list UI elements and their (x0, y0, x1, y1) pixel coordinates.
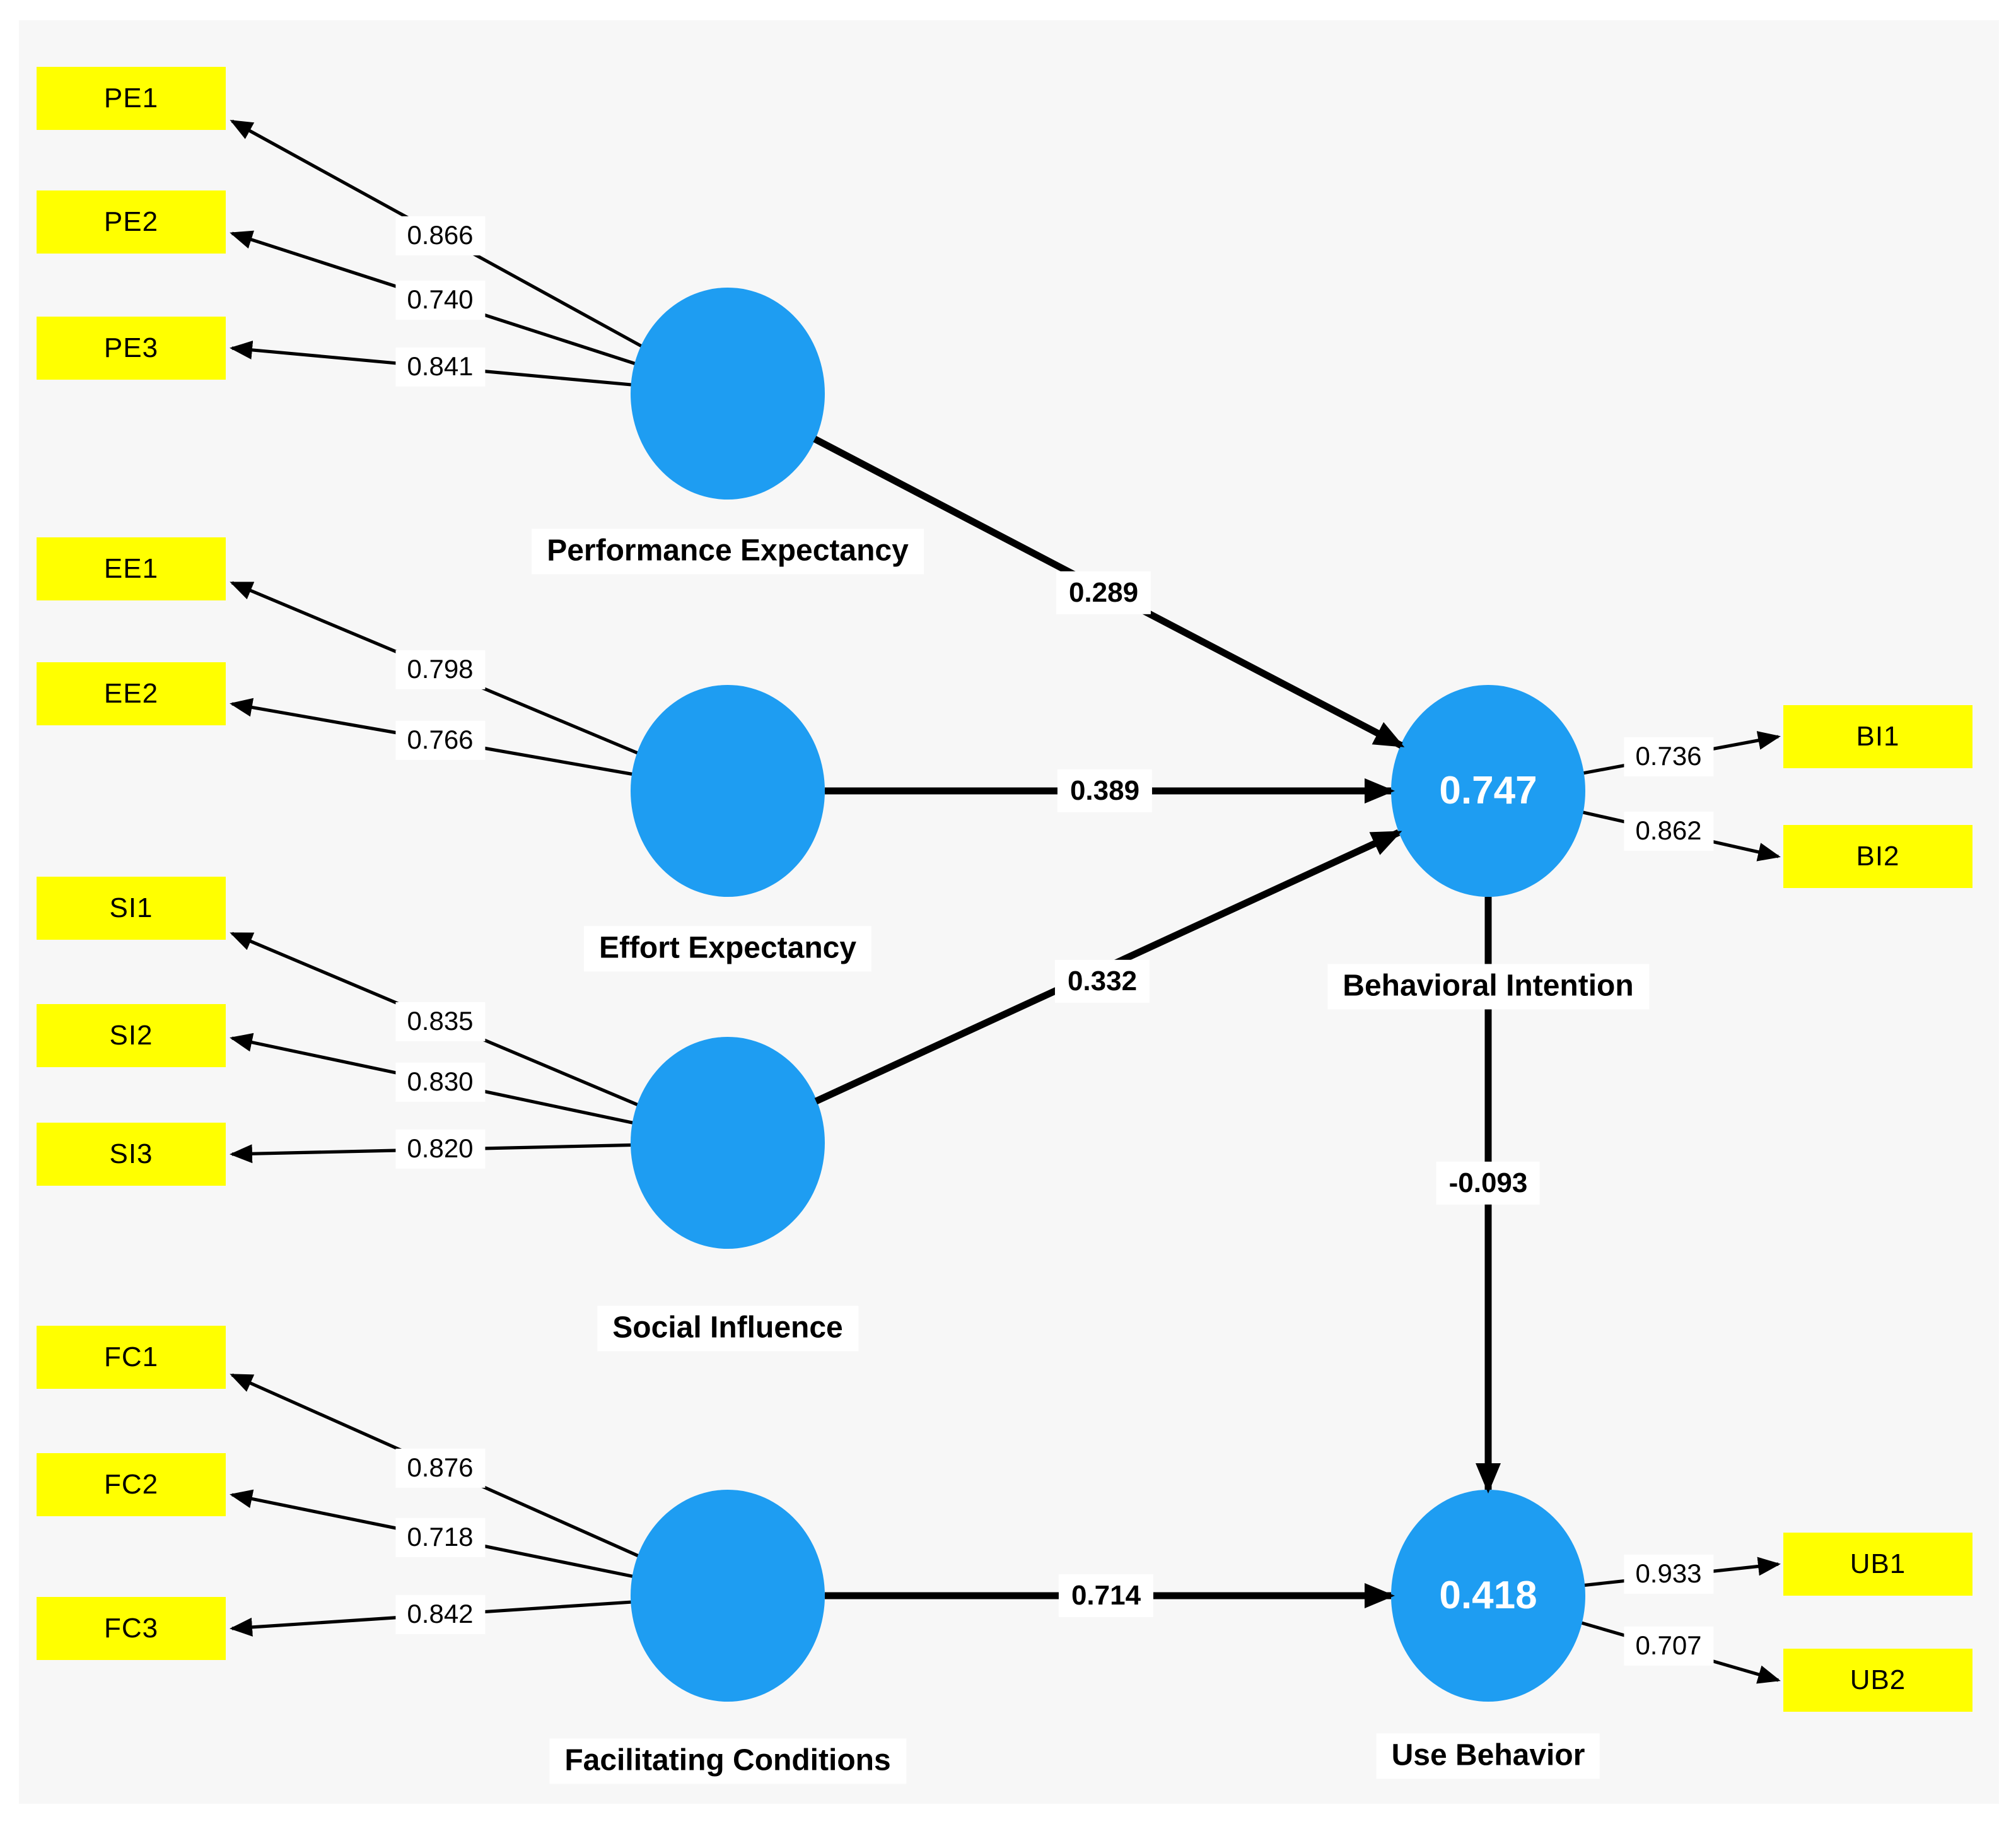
path-coef-bi-ub: -0.093 (1436, 1161, 1541, 1205)
loading-ee2: 0.766 (395, 720, 485, 761)
loading-fc2: 0.718 (395, 1517, 485, 1558)
loading-ee1: 0.798 (395, 650, 485, 690)
loading-ub1: 0.933 (1624, 1554, 1713, 1594)
construct-circle-ee (631, 685, 825, 897)
indicator-fc3: FC3 (37, 1597, 226, 1660)
construct-label-pe: Performance Expectancy (532, 529, 924, 574)
construct-circle-pe (631, 288, 825, 500)
construct-circle-ub (1391, 1490, 1585, 1702)
loading-si3: 0.820 (395, 1129, 485, 1169)
construct-label-ee: Effort Expectancy (583, 926, 872, 971)
loading-pe3: 0.841 (395, 347, 485, 387)
indicator-ub2: UB2 (1783, 1649, 1972, 1712)
indicator-ub1: UB1 (1783, 1533, 1972, 1596)
construct-label-si: Social Influence (597, 1306, 858, 1351)
construct-circle-bi (1391, 685, 1585, 897)
indicator-pe2: PE2 (37, 190, 226, 254)
loading-fc3: 0.842 (395, 1594, 485, 1635)
indicator-si3: SI3 (37, 1123, 226, 1186)
indicator-bi2: BI2 (1783, 825, 1972, 888)
construct-label-ub: Use Behavior (1376, 1733, 1600, 1779)
indicator-bi1: BI1 (1783, 705, 1972, 768)
r2-behavioral-intention: 0.747 (1439, 768, 1537, 812)
path-coef-fc-ub: 0.714 (1058, 1574, 1154, 1618)
indicator-ee1: EE1 (37, 537, 226, 600)
indicator-ee2: EE2 (37, 662, 226, 725)
construct-circle-si (631, 1037, 825, 1249)
construct-circle-fc (631, 1490, 825, 1702)
indicator-fc1: FC1 (37, 1326, 226, 1389)
construct-label-bi: Behavioral Intention (1327, 964, 1649, 1009)
loading-pe2: 0.740 (395, 280, 485, 320)
indicator-fc2: FC2 (37, 1453, 226, 1516)
indicator-si2: SI2 (37, 1004, 226, 1067)
path-coef-ee-bi: 0.389 (1057, 769, 1153, 813)
loading-ub2: 0.707 (1624, 1626, 1713, 1666)
loading-si2: 0.830 (395, 1062, 485, 1102)
path-coef-pe-bi: 0.289 (1056, 571, 1151, 615)
diagram-canvas (19, 20, 1999, 1804)
loading-bi2: 0.862 (1624, 811, 1713, 851)
loading-bi1: 0.736 (1624, 737, 1713, 777)
indicator-pe1: PE1 (37, 67, 226, 130)
indicator-pe3: PE3 (37, 317, 226, 380)
construct-label-fc: Facilitating Conditions (549, 1738, 906, 1784)
loading-si1: 0.835 (395, 1002, 485, 1042)
indicator-si1: SI1 (37, 877, 226, 940)
path-coef-si-bi: 0.332 (1054, 959, 1150, 1003)
loading-fc1: 0.876 (395, 1448, 485, 1488)
r2-use-behavior: 0.418 (1439, 1573, 1537, 1617)
loading-pe1: 0.866 (395, 216, 485, 256)
